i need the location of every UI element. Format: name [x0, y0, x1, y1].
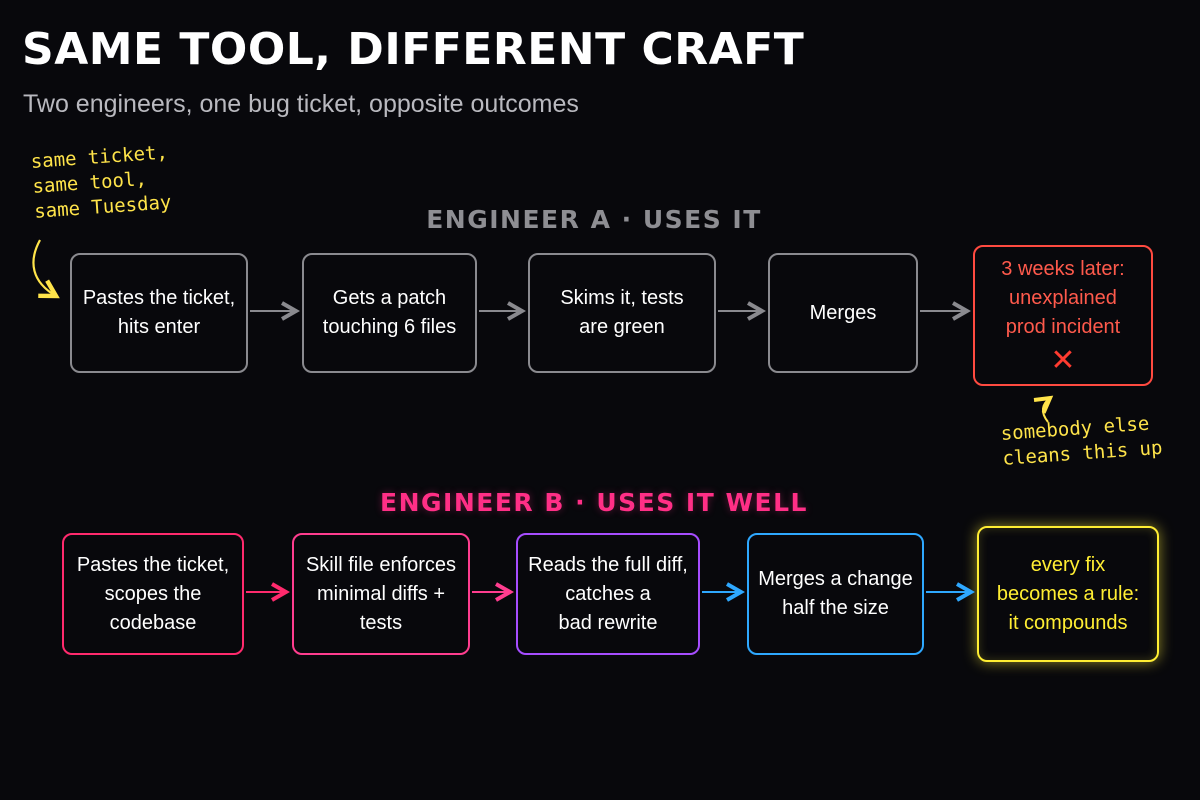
- a-step-gets-patch: Gets a patch touching 6 files: [302, 253, 477, 373]
- curved-arrow-bottom-note: [1043, 398, 1050, 423]
- b-step-skill-file: Skill file enforces minimal diffs + test…: [292, 533, 470, 655]
- b-step-text: Reads the full diff, catches a bad rewri…: [528, 553, 688, 634]
- engineer-b-label: ENGINEER B · USES IT WELL: [380, 488, 808, 517]
- b-step-merges-half-size: Merges a change half the size: [747, 533, 924, 655]
- page-subtitle: Two engineers, one bug ticket, opposite …: [23, 90, 579, 118]
- b-step-text: Merges a change half the size: [758, 568, 913, 619]
- page-title: SAME TOOL, DIFFERENT CRAFT: [22, 24, 805, 75]
- b-step-text: Skill file enforces minimal diffs + test…: [305, 553, 457, 634]
- a-step-paste-ticket: Pastes the ticket, hits enter: [70, 253, 248, 373]
- b-step-scopes-codebase: Pastes the ticket, scopes the codebase: [62, 533, 244, 655]
- a-step-skims: Skims it, tests are green: [528, 253, 716, 373]
- b-step-text: every fix becomes a rule: it compounds: [996, 553, 1140, 634]
- b-step-text: Pastes the ticket, scopes the codebase: [76, 553, 230, 634]
- b-step-reads-diff: Reads the full diff, catches a bad rewri…: [516, 533, 700, 655]
- curved-arrow-top-note: [32, 239, 56, 296]
- a-step-text: Gets a patch touching 6 files: [322, 287, 457, 338]
- a-step-text: 3 weeks later: unexplained prod incident: [1001, 258, 1125, 338]
- a-step-merges: Merges: [768, 253, 918, 373]
- a-step-prod-incident: 3 weeks later: unexplained prod incident…: [973, 245, 1153, 386]
- x-mark-icon: ✕: [1050, 343, 1076, 378]
- a-step-text: Pastes the ticket, hits enter: [82, 287, 236, 338]
- b-step-compounds: every fix becomes a rule: it compounds: [977, 526, 1159, 662]
- engineer-a-label: ENGINEER A · USES IT: [426, 205, 762, 234]
- a-step-text: Merges: [809, 301, 877, 324]
- a-step-text: Skims it, tests are green: [560, 287, 684, 338]
